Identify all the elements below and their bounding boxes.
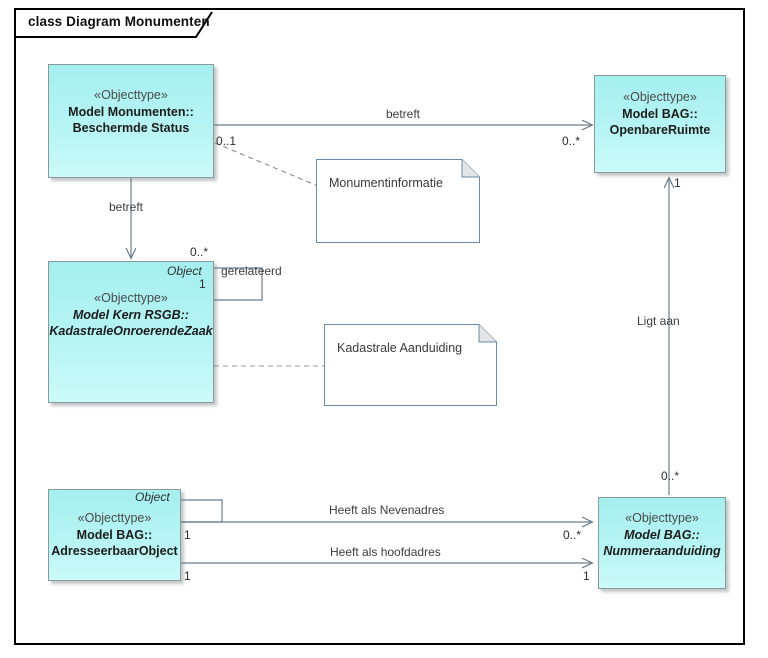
frame-tab-shape: [16, 11, 213, 38]
multiplicity-source-gerelateerd: 1: [199, 277, 206, 291]
class-name-line1: Model BAG::: [624, 527, 700, 542]
note-shape: [316, 159, 480, 243]
class-name-line2: AdresseerbaarObject: [51, 544, 178, 558]
association-label-betreft-kadastraleonroerendezaak: betreft: [109, 200, 144, 214]
class-name-line2: KadastraleOnroerendeZaak: [49, 324, 213, 338]
multiplicity-source-heeft-als-hoofdadres: 1: [184, 569, 191, 583]
multiplicity-target-betreft-kadastraleonroerendezaak: 0..*: [190, 245, 209, 259]
class-adresseerbaar-object[interactable]: «Objecttype» Model BAG:: AdresseerbaarOb…: [48, 489, 181, 581]
class-name-line2: Nummeraanduiding: [603, 544, 721, 558]
class-stereotype: «Objecttype»: [94, 88, 168, 102]
multiplicity-target-heeft-als-nevenadres: 0..*: [563, 528, 582, 542]
class-name-line2: OpenbareRuimte: [609, 123, 711, 137]
association-label-gerelateerd: gerelateerd: [221, 264, 282, 278]
diagram-frame-tab: class Diagram Monumenten: [14, 8, 213, 38]
class-stereotype: «Objecttype»: [623, 90, 697, 104]
multiplicity-target-betreft-openbareruimte: 0..*: [562, 134, 581, 148]
class-openbare-ruimte[interactable]: «Objecttype» Model BAG:: OpenbareRuimte: [594, 75, 726, 173]
class-stereotype: «Objecttype»: [77, 511, 152, 525]
class-name-line2: Beschermde Status: [72, 121, 190, 135]
multiplicity-target-heeft-als-hoofdadres: 1: [583, 569, 590, 583]
role-label-gerelateerd: Object: [167, 264, 202, 278]
note-shape: [324, 324, 497, 406]
role-label-adresseerbaar-object: Object: [135, 490, 170, 504]
association-label-heeft-als-hoofdadres: Heeft als hoofdadres: [330, 545, 441, 559]
note-monumentinformatie[interactable]: Monumentinformatie: [316, 159, 480, 248]
class-name-line1: Model BAG::: [622, 106, 698, 121]
class-kadastrale-onroerende-zaak[interactable]: «Objecttype» Model Kern RSGB:: Kadastral…: [48, 261, 214, 403]
multiplicity-target-ligt-aan: 1: [674, 176, 681, 190]
class-nummeraanduiding[interactable]: «Objecttype» Model BAG:: Nummeraanduidin…: [598, 497, 726, 589]
class-name-line1: Model Kern RSGB::: [73, 307, 189, 322]
class-name-line1: Model Monumenten::: [68, 104, 194, 119]
multiplicity-source-betreft-openbareruimte: 0..1: [216, 134, 237, 148]
multiplicity-source-heeft-als-nevenadres: 1: [184, 528, 191, 542]
association-label-betreft-openbareruimte: betreft: [386, 107, 421, 121]
note-text: Kadastrale Aanduiding: [337, 341, 463, 355]
diagram-title: class Diagram Monumenten: [28, 14, 210, 29]
association-label-ligt-aan: Ligt aan: [637, 314, 680, 328]
class-stereotype: «Objecttype»: [625, 511, 699, 525]
diagram-frame: [14, 8, 745, 645]
note-kadastrale-aanduiding[interactable]: Kadastrale Aanduiding: [324, 324, 497, 411]
class-stereotype: «Objecttype»: [94, 291, 168, 305]
association-label-heeft-als-nevenadres: Heeft als Nevenadres: [329, 503, 445, 517]
note-text: Monumentinformatie: [329, 176, 443, 190]
class-beschermde-status[interactable]: «Objecttype» Model Monumenten:: Bescherm…: [48, 64, 214, 178]
multiplicity-source-ligt-aan: 0..*: [661, 469, 680, 483]
class-name-line1: Model BAG::: [76, 527, 153, 542]
